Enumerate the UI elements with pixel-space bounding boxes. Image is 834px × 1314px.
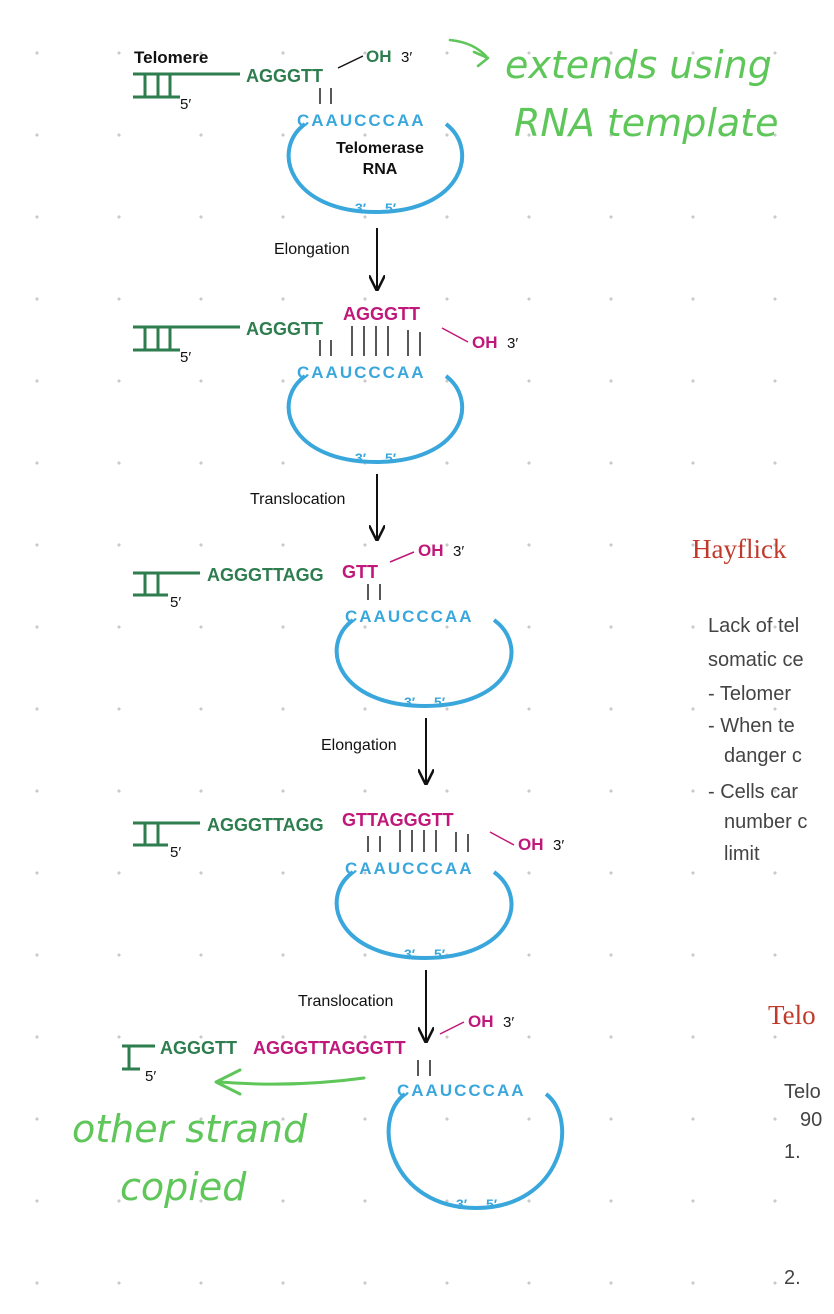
para1-line2: somatic ce	[708, 649, 804, 671]
rna-five-prime: 5′	[385, 200, 397, 216]
telomerase-rna-loop	[286, 374, 465, 465]
telomerase-rna-loop	[386, 1092, 565, 1211]
five-prime-label: 5′	[145, 1068, 156, 1085]
oh-label: OH	[518, 835, 544, 854]
five-prime-label: 5′	[170, 594, 181, 611]
step-translocation-2: Translocation	[298, 993, 393, 1010]
rna-template: CAAUCCCAA	[345, 859, 474, 878]
three-prime-label: 3′	[401, 49, 412, 66]
para2-line1: Telo	[784, 1081, 821, 1103]
new-sequence: AGGGTTAGGGTT	[253, 1038, 406, 1058]
three-prime-label: 3′	[507, 335, 518, 352]
telomerase-rna-label: Telomerase	[336, 140, 424, 157]
rna-template: CAAUCCCAA	[345, 607, 474, 626]
stage-1: Telomere 5′ AGGGTT OH 3′ CAAUCCCAA Telom…	[133, 47, 465, 216]
five-prime-label: 5′	[170, 844, 181, 861]
bullet-cells-3: limit	[724, 843, 760, 865]
rna-five-prime: 5′	[434, 694, 446, 710]
para1-line1: Lack of tel	[708, 615, 800, 637]
telo-heading: Telo	[768, 1000, 816, 1030]
dna-ladder	[133, 72, 240, 99]
bullet-telomeres: - Telomer	[708, 683, 791, 705]
rna-five-prime: 5′	[385, 450, 397, 466]
note-extends: extends using	[505, 43, 772, 87]
three-prime-label: 3′	[553, 837, 564, 854]
oh-label: OH	[468, 1012, 494, 1031]
step-translocation-1: Translocation	[250, 491, 345, 508]
list-item-1: 1.	[784, 1141, 801, 1163]
note-other-strand: other strand	[72, 1107, 308, 1151]
stage-2: 5′ AGGGTT AGGGTT OH 3′ CAAUCCCAA 3′ 5′	[133, 304, 518, 466]
telomerase-rna-loop	[334, 870, 514, 961]
three-prime-label: 3′	[503, 1014, 514, 1031]
telomere-sequence: AGGGTT	[160, 1038, 237, 1058]
stage-4: 5′ AGGGTTAGG GTTAGGGTT OH 3′ CAAUCCCAA 3…	[133, 810, 564, 962]
new-sequence: AGGGTT	[343, 304, 420, 324]
telomerase-rna-label-2: RNA	[363, 161, 398, 178]
step-elongation-2: Elongation	[321, 737, 397, 754]
telomere-sequence: AGGGTTAGG	[207, 815, 324, 835]
three-prime-label: 3′	[453, 543, 464, 560]
rna-template: CAAUCCCAA	[297, 363, 426, 382]
list-item-2: 2.	[784, 1267, 801, 1289]
rna-three-prime: 3′	[456, 1196, 468, 1212]
step-elongation-1: Elongation	[274, 241, 350, 258]
oh-label: OH	[418, 541, 444, 560]
rna-five-prime: 5′	[486, 1196, 498, 1212]
rna-template: CAAUCCCAA	[297, 111, 426, 130]
stage-3: 5′ AGGGTTAGG GTT OH 3′ CAAUCCCAA 3′ 5′	[133, 541, 514, 710]
telomere-label: Telomere	[134, 48, 208, 67]
note-copied: copied	[120, 1165, 247, 1209]
bullet-cells-2: number c	[724, 811, 808, 833]
stage-5: 5′ AGGGTT AGGGTTAGGGTT OH 3′ CAAUCCCAA 3…	[122, 1012, 565, 1212]
para2-line2: 90	[800, 1109, 823, 1131]
new-sequence: GTTAGGGTT	[342, 810, 454, 830]
handwritten-note-top: extends using RNA template	[448, 38, 778, 145]
rna-three-prime: 3′	[404, 946, 416, 962]
rna-three-prime: 3′	[355, 450, 367, 466]
telomere-sequence: AGGGTTAGG	[207, 565, 324, 585]
handwritten-note-bottom: other strand copied	[72, 1068, 366, 1209]
note-rna-template: RNA template	[514, 101, 778, 145]
five-prime-label: 5′	[180, 349, 191, 366]
telomerase-rna-loop	[286, 122, 465, 215]
rna-template: CAAUCCCAA	[397, 1081, 526, 1100]
telomere-sequence: AGGGTT	[246, 66, 323, 86]
oh-label: OH	[366, 47, 392, 66]
left-arrow-icon	[218, 1076, 366, 1086]
rna-three-prime: 3′	[355, 200, 367, 216]
telomere-sequence: AGGGTT	[246, 319, 323, 339]
rna-three-prime: 3′	[404, 694, 416, 710]
telomerase-rna-loop	[334, 618, 514, 709]
rna-five-prime: 5′	[434, 946, 446, 962]
bullet-when: - When te	[708, 715, 795, 737]
bullet-cells: - Cells car	[708, 781, 799, 803]
new-sequence: GTT	[342, 562, 378, 582]
five-prime-label: 5′	[180, 96, 191, 113]
oh-label: OH	[472, 333, 498, 352]
hayflick-heading: Hayflick	[692, 534, 787, 564]
bullet-when-2: danger c	[724, 745, 802, 767]
